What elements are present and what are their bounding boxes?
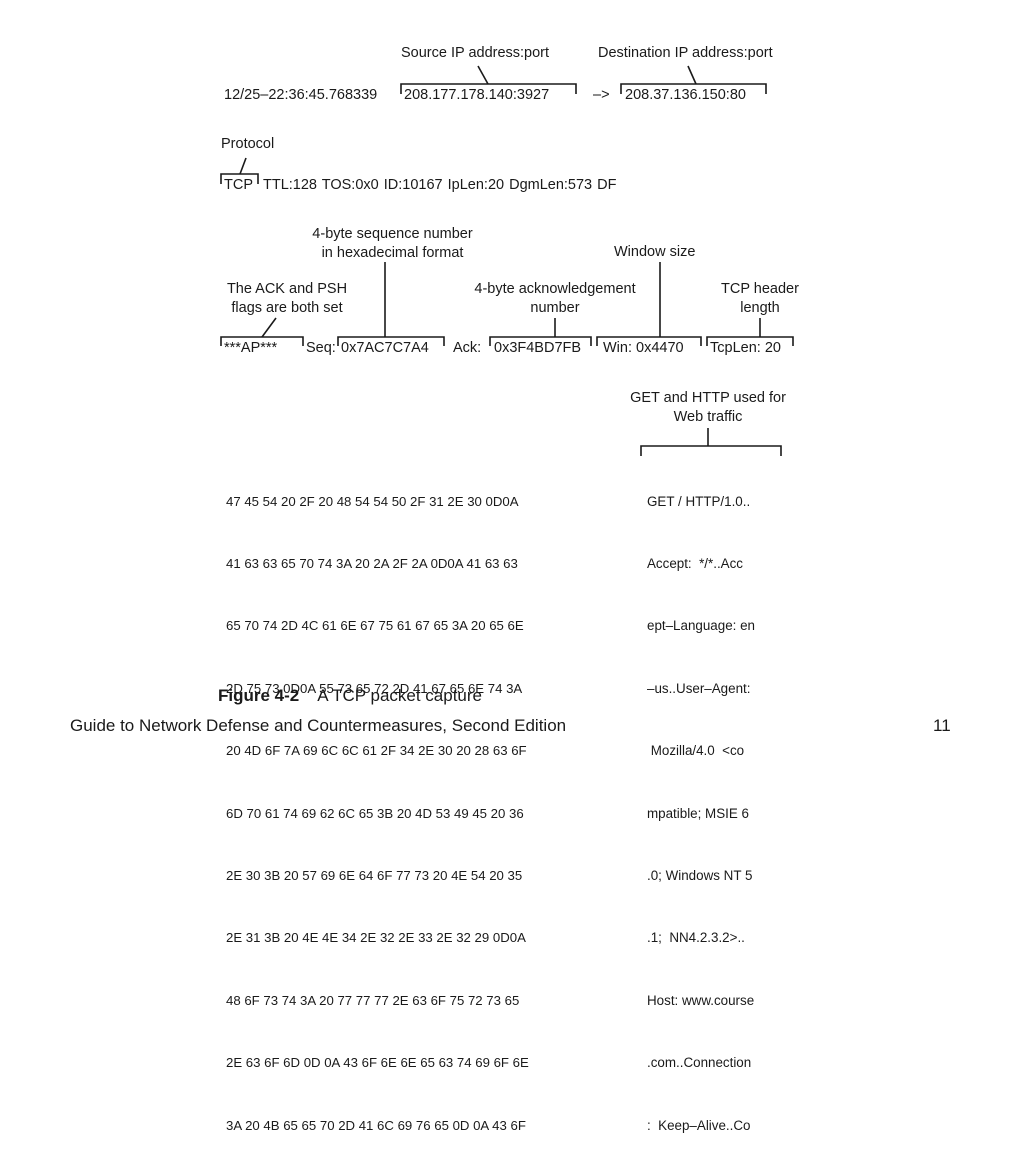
ack-label-line2: number [530,300,580,316]
ascii-dump: GET / HTTP/1.0.. Accept: */*..Acc ept–La… [647,450,755,1157]
ack-prefix: Ack: [453,340,482,356]
ip-header-fields: TTL:128 TOS:0x0 ID:10167 IpLen:20 DgmLen… [263,177,617,193]
destination-address: 208.37.136.150:80 [625,87,746,103]
source-address: 208.177.178.140:3927 [404,87,550,103]
tcplen-bracket [706,336,794,346]
window-size: Win: 0x4470 [603,340,684,356]
hex-line: 47 45 54 20 2F 20 48 54 54 50 2F 31 2E 3… [226,493,519,509]
hex-line: 65 70 74 2D 4C 61 6E 67 75 61 67 65 3A 2… [226,618,524,634]
hex-line: 20 4D 6F 7A 69 6C 6C 61 2F 34 2E 30 20 2… [226,743,527,759]
ack-label-line1: 4-byte acknowledgement [474,281,636,297]
ascii-line: ept–Language: en [647,618,755,634]
figure-number: Figure 4-2 [218,686,300,705]
flags-label-line2: flags are both set [231,300,343,316]
destination-bracket [620,83,767,94]
protocol-bracket [220,173,259,184]
tcp-header-label-line1: TCP header [721,281,799,297]
protocol-value: TCP [224,177,253,193]
tcp-header-label-line2: length [740,300,780,316]
ascii-line: .0; Windows NT 5 [647,867,753,883]
direction-arrow: –> [593,87,610,103]
win-bracket [596,336,702,346]
protocol-leader [239,157,247,175]
hex-line: 3A 20 4B 65 65 70 2D 41 6C 69 76 65 0D 0… [226,1117,526,1133]
ack-number: 0x3F4BD7FB [494,340,582,356]
ascii-line: GET / HTTP/1.0.. [647,493,751,509]
destination-leader [687,65,697,85]
payload-bracket [640,445,782,456]
ack-bracket [489,336,592,346]
hex-line: 2E 30 3B 20 57 69 6E 64 6F 77 73 20 4E 5… [226,867,523,883]
figure-title: A TCP packet capture [317,686,482,705]
ascii-line: Mozilla/4.0 <co [647,743,745,759]
seq-label-line2: in hexadecimal format [321,245,464,261]
source-bracket [400,83,577,94]
source-leader [477,65,489,85]
payload-label-line1: GET and HTTP used for [630,390,786,406]
seq-prefix: Seq: [306,340,336,356]
hex-line: 2E 31 3B 20 4E 4E 34 2E 32 2E 33 2E 32 2… [226,930,526,946]
seq-label-line1: 4-byte sequence number [312,226,473,242]
ascii-line: : Keep–Alive..Co [647,1117,751,1133]
destination-label: Destination IP address:port [598,45,773,61]
ascii-line: –us..User–Agent: [647,680,751,696]
source-label: Source IP address:port [401,45,550,61]
footer-book-title: Guide to Network Defense and Countermeas… [70,716,567,735]
protocol-label: Protocol [221,136,275,152]
hex-dump: 47 45 54 20 2F 20 48 54 54 50 2F 31 2E 3… [226,450,529,1157]
tcp-flags: ***AP*** [224,340,278,356]
hex-line: 41 63 63 65 70 74 3A 20 2A 2F 2A 0D0A 41… [226,555,518,571]
annotation-lines [220,65,794,456]
timestamp: 12/25–22:36:45.768339 [224,87,378,103]
payload-label-line2: Web traffic [673,409,743,425]
tcp-length: TcpLen: 20 [710,340,781,356]
figure-caption: Figure 4-2 A TCP packet capture [218,686,482,706]
ascii-line: Host: www.course [647,992,755,1008]
ascii-line: Accept: */*..Acc [647,555,744,571]
seq-number: 0x7AC7C7A4 [341,340,429,356]
seq-bracket [337,336,445,346]
hex-line: 48 6F 73 74 3A 20 77 77 77 2E 63 6F 75 7… [226,992,520,1008]
ascii-line: .1; NN4.2.3.2>.. [647,930,745,946]
hex-line: 2E 63 6F 6D 0D 0A 43 6F 6E 6E 65 63 74 6… [226,1055,529,1071]
flags-label-line1: The ACK and PSH [226,281,348,297]
window-size-label: Window size [614,244,696,260]
ascii-line: .com..Connection [647,1055,752,1071]
ascii-line: mpatible; MSIE 6 [647,805,749,821]
hex-line: 6D 70 61 74 69 62 6C 65 3B 20 4D 53 49 4… [226,805,524,821]
footer-page-number: 11 [933,716,951,735]
flags-leader [261,317,277,338]
hex-line: 2D 75 73 0D0A 55 73 65 72 2D 41 67 65 6E… [226,680,523,696]
